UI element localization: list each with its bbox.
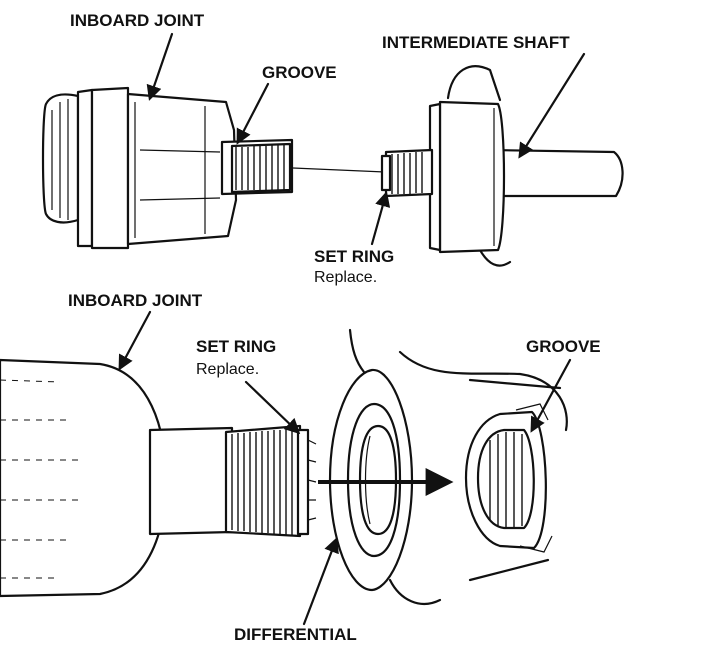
bottom-inboard-joint-label: INBOARD JOINT [68,291,203,310]
bottom-inboard-joint [0,358,317,598]
top-set-ring-label: SET RING [314,247,394,266]
bottom-set-ring-label: SET RING [196,337,276,356]
top-set-ring-part [380,154,392,192]
top-inboard-joint-leader [146,32,174,101]
differential-housing [318,328,568,605]
bottom-set-ring-note: Replace. [196,361,259,378]
top-groove-label: GROOVE [262,63,337,82]
bottom-groove-label: GROOVE [526,337,601,356]
top-inboard-joint [41,86,385,250]
intermediate-shaft-leader [518,52,586,159]
intermediate-shaft-label: INTERMEDIATE SHAFT [382,33,570,52]
top-set-ring-leader [370,191,391,246]
bottom-set-ring-leader [244,380,301,435]
top-intermediate-shaft [380,65,624,267]
top-set-ring-note: Replace. [314,269,377,286]
differential-leader [302,537,339,626]
differential-label: DIFFERENTIAL [234,625,357,644]
top-inboard-joint-label: INBOARD JOINT [70,11,205,30]
bottom-set-ring-part [296,428,310,536]
bottom-inboard-joint-leader [118,310,152,371]
bottom-groove-leader [530,358,572,433]
top-groove-leader [236,82,270,145]
